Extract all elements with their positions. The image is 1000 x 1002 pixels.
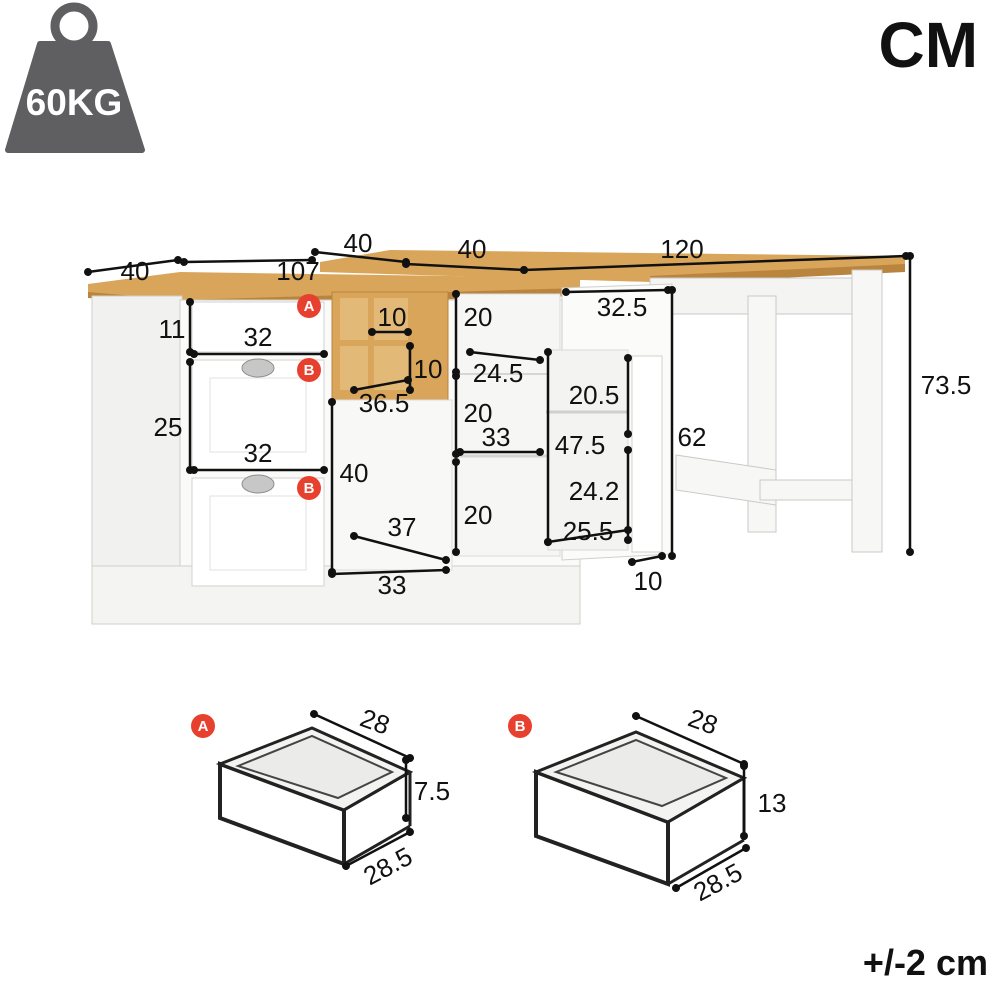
dim-door-thickness: 10 [634,566,663,596]
dim-cubby-width: 10 [378,302,407,332]
dim-door-shelf-top: 20.5 [569,380,620,410]
drawer-b-detail: B 28 13 28.5 [508,703,787,907]
dim-depth-left: 40 [121,256,150,286]
dim-drawer-a-width: 32 [244,322,273,352]
dim-drawer-b-height: 25 [154,412,183,442]
dim-shelf-low: 20 [464,500,493,530]
dim-shelf-width: 33 [482,422,511,452]
marker-b-cabinet-1: B [297,358,321,382]
dim-shelf-depth: 24.5 [473,358,524,388]
dim-width-desk: 120 [660,234,703,264]
weight-label: 60KG [25,82,123,123]
marker-b-cabinet-2: B [297,476,321,500]
weight-icon [5,2,145,153]
dim-door-height: 47.5 [555,430,606,460]
tolerance-label: +/-2 cm [862,942,988,983]
dim-door-depth: 25.5 [563,516,614,546]
dim-shelf-top: 20 [464,302,493,332]
dim-cubby-depth: 36.5 [359,388,410,418]
drawer-a-detail: A 28 7.5 28.5 [191,703,450,891]
dim-open-depth: 37 [388,512,417,542]
dim-depth-mid2: 40 [458,234,487,264]
svg-text:B: B [304,362,315,379]
marker-a-cabinet: A [297,294,321,318]
dim-depth-mid: 40 [344,228,373,258]
dim-cabinet-height: 62 [678,422,707,452]
dim-cubby-height: 10 [414,354,443,384]
svg-text:A: A [198,718,209,735]
dim-desk-height: 73.5 [921,370,972,400]
dimension-lines [84,248,914,578]
svg-text:B: B [515,718,526,735]
svg-text:A: A [304,298,315,315]
drawer-b-height: 13 [758,788,787,818]
drawer-a-depth: 28.5 [358,841,417,891]
dim-drawer-a-height: 11 [159,314,186,344]
dim-door-width: 32.5 [597,292,648,322]
dim-shelf-mid: 20 [464,398,493,428]
dimension-labels: 40 107 40 40 120 11 32 25 32 10 10 36.5 … [121,228,972,600]
dim-open-width: 33 [378,570,407,600]
dim-width-cabinet: 107 [276,256,319,286]
dim-door-shelf-low: 24.2 [569,476,620,506]
dim-open-height: 40 [340,458,369,488]
drawer-b-depth: 28.5 [688,857,747,907]
drawer-a-height: 7.5 [414,776,450,806]
dim-drawer-b-width: 32 [244,438,273,468]
svg-text:B: B [304,480,315,497]
unit-label: CM [878,9,978,81]
drawer-b-width: 28 [684,703,721,741]
